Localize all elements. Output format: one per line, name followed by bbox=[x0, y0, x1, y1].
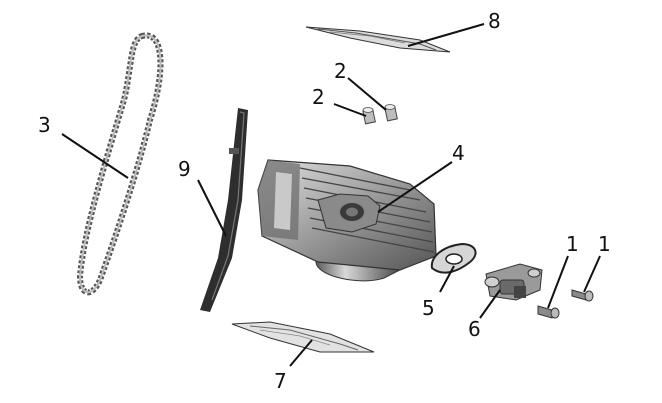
callout-2a: 2 bbox=[334, 59, 347, 83]
cylinder-base-gasket bbox=[231, 321, 375, 353]
timing-chain bbox=[76, 32, 164, 296]
leader-line-5 bbox=[439, 265, 455, 293]
leader-line-7 bbox=[289, 339, 313, 367]
cylinder-head-gasket bbox=[305, 26, 451, 53]
callout-1b: 1 bbox=[598, 232, 611, 256]
leader-line-1a bbox=[547, 255, 569, 309]
leader-lines bbox=[61, 23, 601, 367]
callout-4: 4 bbox=[452, 141, 465, 165]
chain-tensioner bbox=[484, 263, 543, 301]
chain-guide bbox=[200, 108, 248, 312]
callout-7: 7 bbox=[274, 369, 287, 393]
leader-line-8 bbox=[407, 23, 485, 47]
leader-line-1b bbox=[583, 255, 601, 293]
tensioner-gasket bbox=[430, 242, 477, 274]
cylinder-block bbox=[257, 159, 437, 282]
callout-8: 8 bbox=[488, 9, 501, 33]
callout-6: 6 bbox=[468, 317, 481, 341]
bolts bbox=[537, 289, 594, 319]
leader-line-2a bbox=[347, 77, 387, 111]
callout-5: 5 bbox=[422, 296, 435, 320]
leader-line-9 bbox=[197, 179, 227, 237]
leader-line-2b bbox=[333, 103, 367, 117]
callout-3: 3 bbox=[38, 113, 51, 137]
callout-labels: 1 1 2 2 3 4 5 6 7 8 9 bbox=[38, 9, 611, 393]
dowel-pins bbox=[362, 104, 398, 125]
leader-line-3 bbox=[61, 133, 129, 179]
callout-9: 9 bbox=[178, 157, 191, 181]
callout-2b: 2 bbox=[312, 85, 325, 109]
leader-line-6 bbox=[479, 289, 501, 319]
leader-line-4 bbox=[377, 161, 453, 213]
callout-1a: 1 bbox=[566, 232, 579, 256]
